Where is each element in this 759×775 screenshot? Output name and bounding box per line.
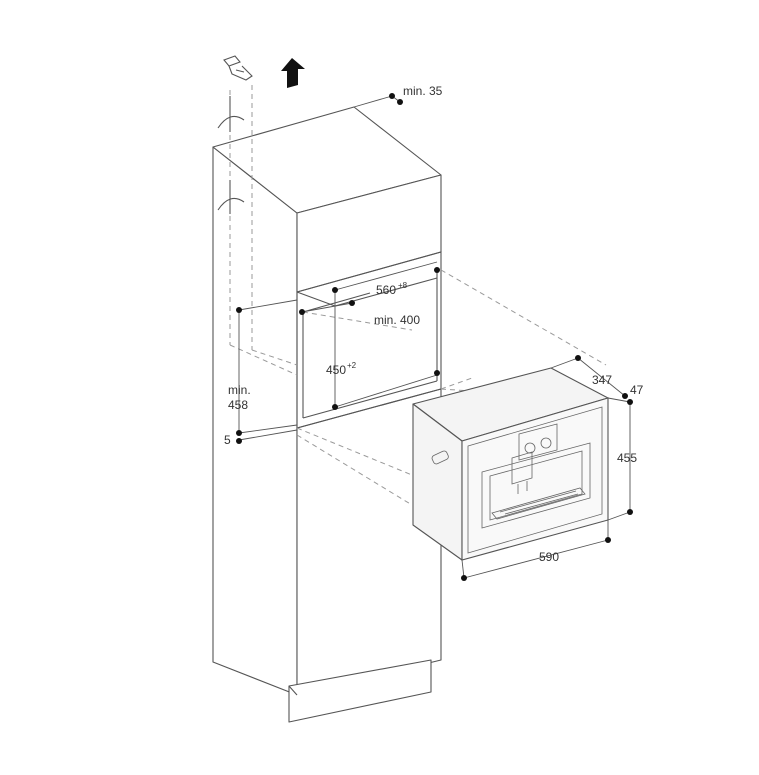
label-450-tolerance: +2 <box>347 361 357 370</box>
label-47: 47 <box>630 383 644 397</box>
label-455: 455 <box>617 451 637 465</box>
label-450: 450 <box>326 363 346 377</box>
label-560-tolerance: +8 <box>398 281 408 290</box>
dimension-labels: min. 35 560 +8 min. 400 450 +2 min. 458 … <box>224 84 644 564</box>
label-min-458-line1: min. <box>228 383 251 397</box>
dimension-lines <box>238 95 631 579</box>
label-min-458-line2: 458 <box>228 398 248 412</box>
up-arrow-icon <box>281 58 305 88</box>
label-560: 560 <box>376 283 396 297</box>
label-347: 347 <box>592 373 612 387</box>
label-min-35: min. 35 <box>403 84 443 98</box>
label-5: 5 <box>224 433 231 447</box>
dimension-markers <box>236 93 633 581</box>
mounting-clip-icon <box>223 55 253 81</box>
label-min-400: min. 400 <box>374 313 420 327</box>
leveling-arc-icons <box>217 96 245 214</box>
tall-cabinet <box>212 106 442 723</box>
label-590: 590 <box>539 550 559 564</box>
coffee-machine <box>412 367 609 561</box>
